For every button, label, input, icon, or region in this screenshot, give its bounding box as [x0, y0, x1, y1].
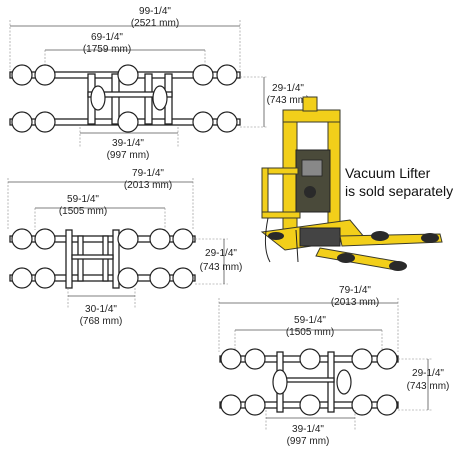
top-inner-mm-label: (997 mm) — [107, 150, 150, 161]
top-overall-label: 99-1/4" — [139, 6, 171, 17]
bottom-height-mm-label: (743 mm) — [407, 381, 450, 392]
top-height-label: 29-1/4" — [272, 83, 304, 94]
middle-middle-mm-label: (1505 mm) — [59, 206, 107, 217]
bottom-inner-mm-label: (997 mm) — [287, 436, 330, 447]
top-middle-mm-label: (1759 mm) — [83, 44, 131, 55]
vacuum-lifter-illustration — [260, 96, 443, 271]
frame-bottom: 79-1/4" (2013 mm) 59-1/4" (1505 mm) 29-1… — [218, 285, 450, 447]
bottom-middle-label: 59-1/4" — [294, 315, 326, 326]
note-line2: is sold separately — [345, 183, 453, 199]
bottom-overall-label: 79-1/4" — [339, 285, 371, 296]
middle-overall-label: 79-1/4" — [132, 168, 164, 179]
middle-inner-label: 30-1/4" — [85, 304, 117, 315]
frame-middle: 79-1/4" (2013 mm) 59-1/4" (1505 mm) 29-1… — [7, 168, 243, 327]
middle-overall-mm-label: (2013 mm) — [124, 180, 172, 191]
middle-height-mm-label: (743 mm) — [200, 262, 243, 273]
top-height-mm-label: (743 mm) — [267, 95, 310, 106]
bottom-middle-mm-label: (1505 mm) — [286, 327, 334, 338]
bottom-overall-mm-label: (2013 mm) — [331, 297, 379, 308]
frame-top: 99-1/4" (2521 mm) 69-1/4" (1759 mm) — [9, 6, 310, 161]
note-line1: Vacuum Lifter — [345, 165, 431, 181]
top-overall-mm-label: (2521 mm) — [131, 18, 179, 29]
top-inner-label: 39-1/4" — [112, 138, 144, 149]
top-middle-label: 69-1/4" — [91, 32, 123, 43]
middle-height-label: 29-1/4" — [205, 248, 237, 259]
bottom-inner-label: 39-1/4" — [292, 424, 324, 435]
bottom-height-label: 29-1/4" — [412, 368, 444, 379]
middle-inner-mm-label: (768 mm) — [80, 316, 123, 327]
middle-middle-label: 59-1/4" — [67, 194, 99, 205]
